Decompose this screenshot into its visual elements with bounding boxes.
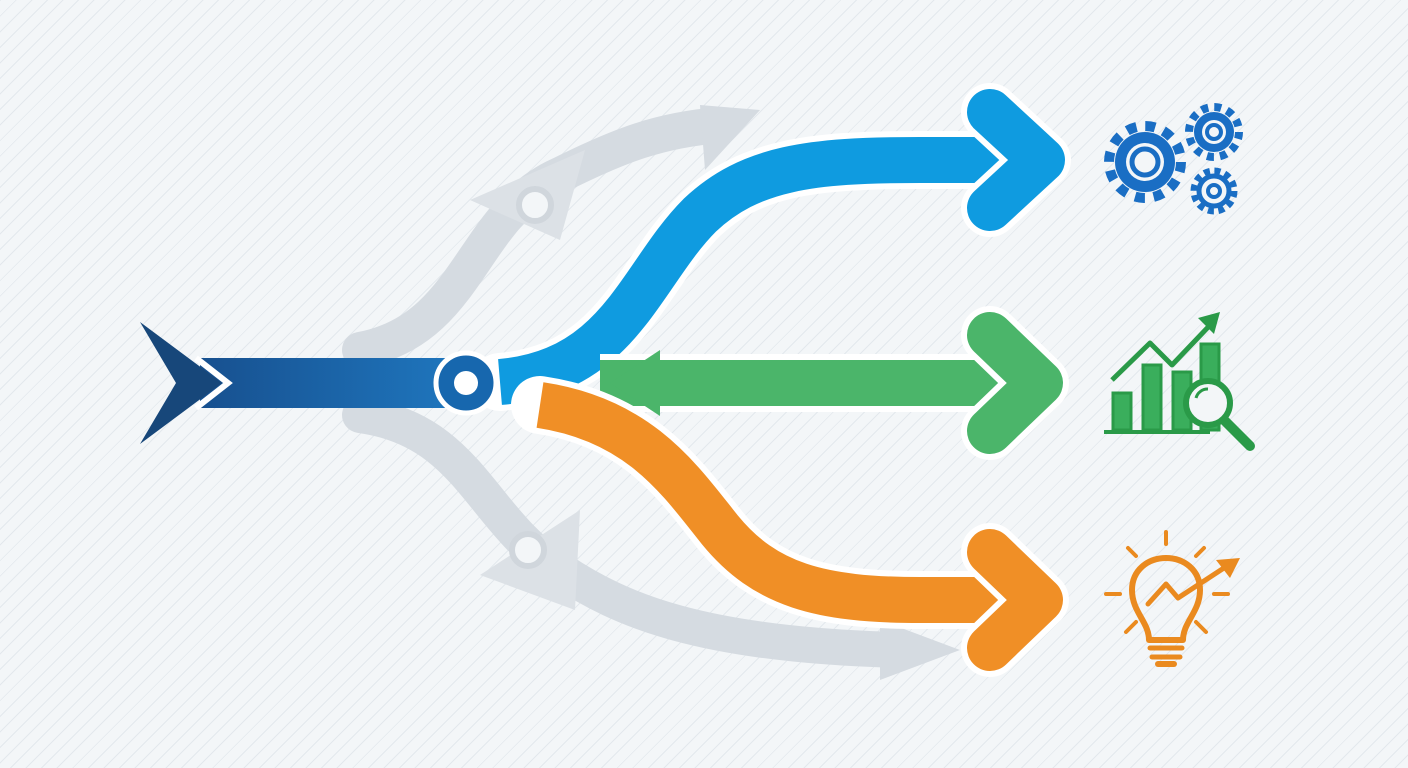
- bulb-growth-line: [1145, 561, 1233, 607]
- large-gear: [1104, 121, 1186, 203]
- ghost-node-lower: [509, 531, 547, 569]
- ghost-arrows: [342, 105, 960, 680]
- magnifier-glare: [1194, 387, 1209, 399]
- main-arrow-shaft: [200, 358, 470, 408]
- magnifier-handle: [1220, 416, 1255, 451]
- branch-arrow-middle-tail: [610, 350, 660, 416]
- main-arrowhead: [140, 322, 222, 444]
- split-node-hole: [454, 371, 478, 395]
- innovation-lightbulb-icon: [1104, 530, 1240, 667]
- main-arrow-notch: [194, 355, 233, 411]
- main-arrow: [140, 322, 499, 444]
- branch-arrow-middle: [600, 306, 1069, 460]
- ghost-arrowhead-lower: [880, 620, 960, 680]
- branch-arrow-bottom: [511, 376, 1069, 677]
- growth-analytics-icon: [1104, 312, 1255, 451]
- trend-arrowhead: [1198, 312, 1220, 334]
- small-gear-top: [1185, 103, 1243, 161]
- gears-icon: [1104, 103, 1243, 215]
- bulb-rays: [1104, 530, 1230, 634]
- bulb-glass: [1129, 555, 1203, 643]
- branch-arrow-top: [471, 83, 1071, 411]
- magnifier-lens: [1183, 378, 1233, 428]
- bulb-growth-arrowhead: [1216, 558, 1240, 578]
- chart-bar-2: [1141, 363, 1163, 432]
- chart-bar-1: [1111, 391, 1133, 432]
- ghost-node-upper: [516, 186, 554, 224]
- trend-line: [1110, 320, 1215, 382]
- small-gear-bottom: [1190, 167, 1238, 215]
- ghost-arrowhead-upper: [700, 105, 760, 170]
